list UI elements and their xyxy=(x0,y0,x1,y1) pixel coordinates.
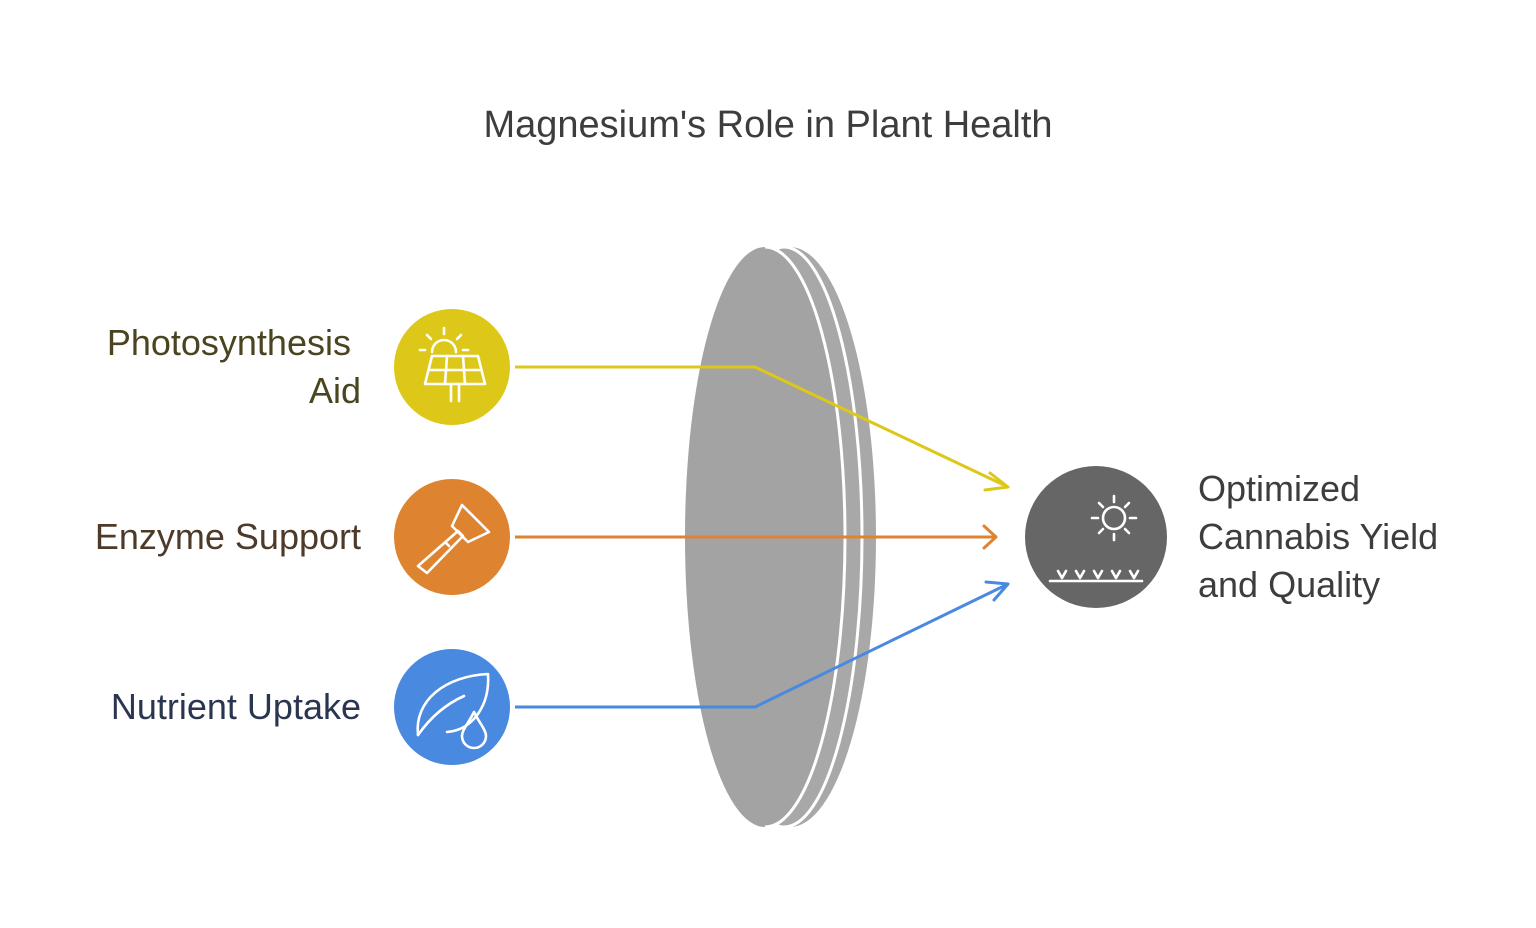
photosynthesis-label-line-2: Aid xyxy=(309,370,361,411)
enzyme-label: Enzyme Support xyxy=(95,516,361,557)
photosynthesis-circle xyxy=(394,309,510,425)
output-label-line-3: and Quality xyxy=(1198,564,1380,605)
output-circle xyxy=(1025,466,1167,608)
connectors xyxy=(515,365,1010,709)
input-enzyme: Enzyme Support xyxy=(95,479,510,595)
nutrient-label: Nutrient Uptake xyxy=(111,686,361,727)
leaf-water-drop-icon xyxy=(416,672,490,750)
output-label-line-1: Optimized xyxy=(1198,468,1360,509)
arrowhead-photosynthesis xyxy=(983,471,1010,492)
output-label-line-2: Cannabis Yield xyxy=(1198,516,1438,557)
connector-photosynthesis xyxy=(515,365,1009,489)
flashlight-icon xyxy=(416,503,491,575)
arrowhead-nutrient xyxy=(984,580,1010,602)
sun-over-field-icon xyxy=(1048,494,1144,583)
arrowhead-enzyme xyxy=(982,524,998,550)
output-node: Optimized Cannabis Yield and Quality xyxy=(1025,466,1448,608)
connector-nutrient xyxy=(515,582,1009,709)
diagram-title: Magnesium's Role in Plant Health xyxy=(483,104,1052,146)
photosynthesis-label-line-1: Photosynthesis xyxy=(107,322,351,363)
output-label: Optimized Cannabis Yield and Quality xyxy=(1198,468,1448,605)
input-nutrient: Nutrient Uptake xyxy=(111,649,510,765)
input-photosynthesis: Photosynthesis Aid xyxy=(107,309,510,425)
solar-panel-sun-icon xyxy=(418,326,487,403)
photosynthesis-label: Photosynthesis Aid xyxy=(107,322,361,411)
nutrient-circle xyxy=(394,649,510,765)
